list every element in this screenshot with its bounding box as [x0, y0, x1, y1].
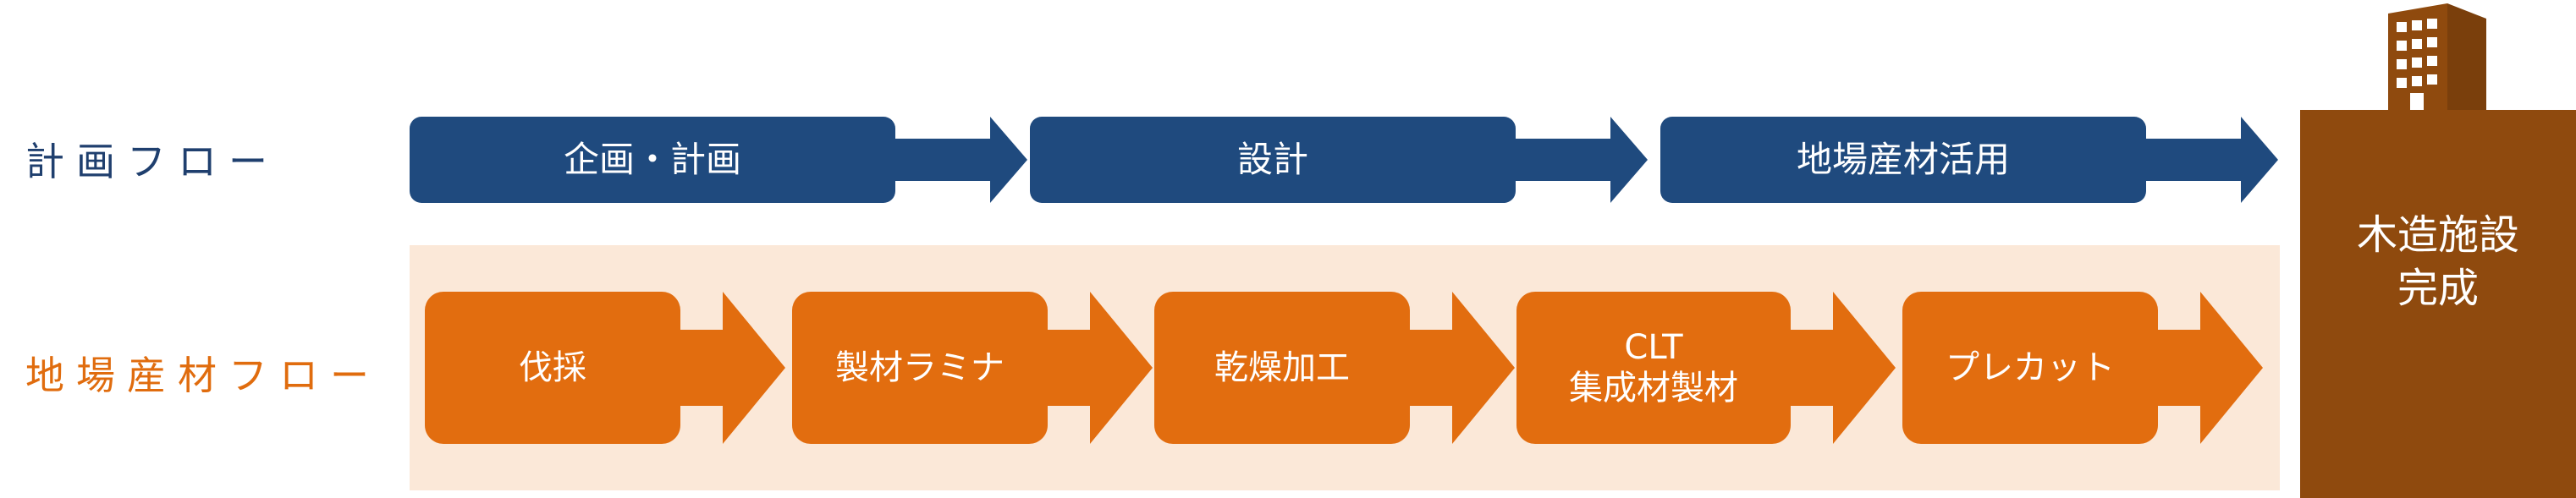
- local-arrow-1: [680, 292, 785, 444]
- local-step-precut: プレカット: [1902, 292, 2158, 444]
- plan-arrow-2: [1516, 117, 1648, 203]
- local-step-label: 乾燥加工: [1214, 348, 1350, 387]
- completed-facility-line2: 完成: [2397, 264, 2479, 312]
- local-step-logging: 伐採: [425, 292, 680, 444]
- plan-step-label: 設計: [1236, 138, 1308, 180]
- completed-facility-label: 木造施設 完成: [2357, 209, 2519, 315]
- plan-step-planning: 企画・計画: [410, 117, 895, 203]
- completed-wooden-facility: 木造施設 完成: [2300, 110, 2576, 498]
- local-step-label-line1: CLT: [1624, 328, 1683, 367]
- office-building-icon: [2388, 3, 2486, 110]
- plan-step-design: 設計: [1030, 117, 1516, 203]
- plan-step-label: 企画・計画: [563, 138, 741, 180]
- local-material-flow-label: 地場産材フロー: [25, 353, 381, 398]
- local-arrow-5: [2158, 292, 2263, 444]
- local-step-clt-glulam: CLT 集成材製材: [1516, 292, 1791, 444]
- plan-arrow-1: [895, 117, 1027, 203]
- completed-facility-line1: 木造施設: [2356, 211, 2519, 260]
- plan-step-label: 地場産材活用: [1796, 138, 2010, 180]
- local-step-drying-processing: 乾燥加工: [1154, 292, 1410, 444]
- local-step-label-line2: 集成材製材: [1569, 369, 1738, 408]
- local-arrow-3: [1410, 292, 1515, 444]
- local-arrow-2: [1048, 292, 1153, 444]
- local-step-label: 製材ラミナ: [835, 348, 1005, 387]
- plan-flow-label: 計画フロー: [25, 139, 279, 184]
- local-step-label: プレカット: [1946, 348, 2115, 387]
- local-arrow-4: [1791, 292, 1896, 444]
- plan-step-local-material-use: 地場産材活用: [1660, 117, 2146, 203]
- plan-arrow-3: [2146, 117, 2278, 203]
- local-step-label: 伐採: [519, 348, 586, 387]
- local-step-lumber-lamina: 製材ラミナ: [792, 292, 1048, 444]
